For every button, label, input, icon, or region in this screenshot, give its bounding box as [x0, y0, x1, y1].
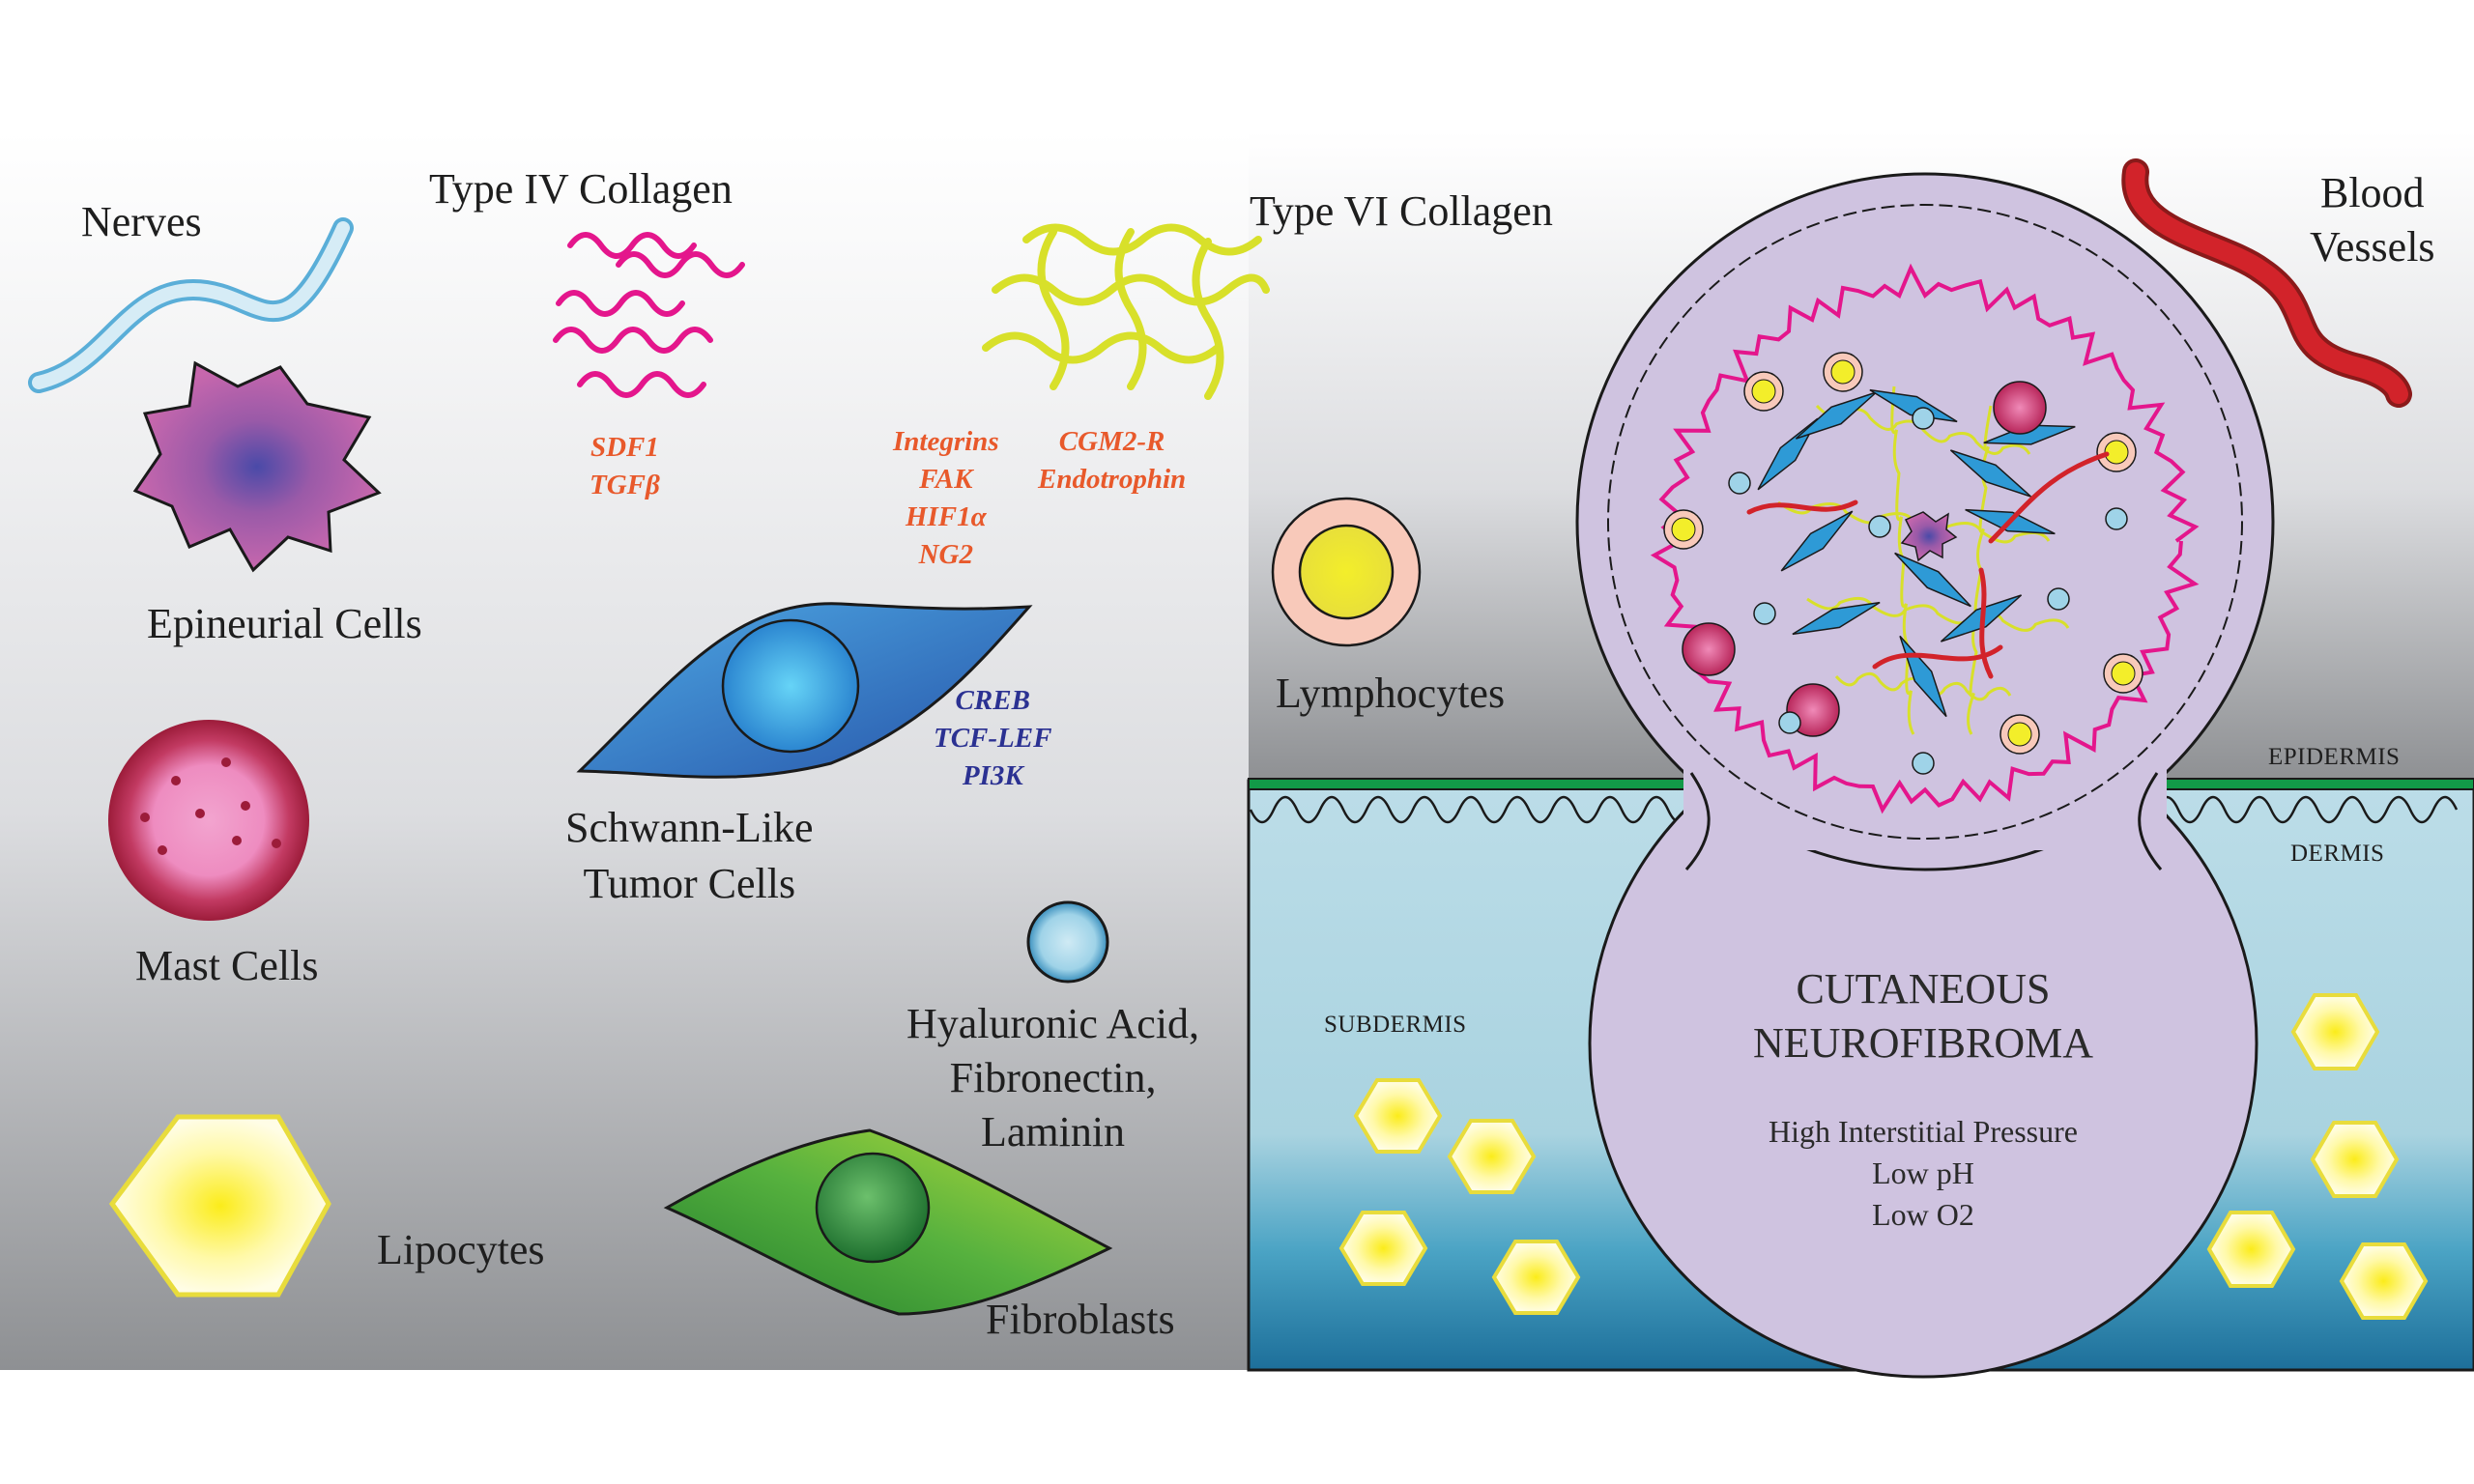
label-lipocytes: Lipocytes	[377, 1226, 545, 1273]
tumor-hyaluronic-dot	[2105, 507, 2128, 530]
label-mast-cells: Mast Cells	[135, 942, 319, 989]
molecule-pi3k: PI3K	[962, 760, 1023, 791]
label-type-vi-collagen: Type VI Collagen	[1250, 187, 1553, 235]
tumor-hyaluronic-dot	[1728, 471, 1751, 495]
tumor-mast-cell	[1682, 622, 1736, 676]
label-fibroblasts: Fibroblasts	[986, 1296, 1175, 1343]
tumor-blood-vessel	[1988, 451, 2110, 544]
molecule-sdf1: SDF1	[590, 432, 659, 463]
label-fibronectin: Fibronectin,	[949, 1054, 1157, 1101]
tumor-mast-cell	[1993, 381, 2047, 435]
tumor-lymphocyte-nucleus	[1751, 379, 1776, 404]
label-blood-vessels: Blood Vessels	[2310, 166, 2435, 274]
tumor-title-line2: NEUROFIBROMA	[1752, 1019, 2094, 1067]
tumor-blood-vessel	[1746, 499, 1858, 515]
tumor-schwann-cell	[1780, 510, 1854, 572]
molecule-ng2: NG2	[918, 539, 973, 570]
tumor-lymphocyte-nucleus	[2007, 722, 2032, 747]
tumor-blood-vessel	[1978, 567, 1994, 679]
label-nerves: Nerves	[81, 198, 202, 245]
tumor-capsule	[1607, 204, 2243, 840]
tumor-epineurial-cell	[1900, 511, 1958, 562]
tumor-title-line1: CUTANEOUS	[1796, 965, 2051, 1013]
nerve-icon	[28, 217, 354, 393]
molecule-hif1a: HIF1α	[905, 501, 987, 532]
tumor-schwann-cell	[1949, 449, 2032, 498]
molecule-endotrophin: Endotrophin	[1038, 464, 1187, 495]
feature-pressure: High Interstitial Pressure	[1769, 1114, 2078, 1149]
type-vi-molecule-list-right: CGM2-R Endotrophin	[1038, 423, 1186, 499]
tumor-contents	[1650, 263, 2200, 814]
molecule-tcf-lef: TCF-LEF	[934, 723, 1052, 754]
molecule-cgm2r: CGM2-R	[1058, 426, 1165, 457]
molecule-fak: FAK	[919, 464, 973, 495]
label-epidermis: EPIDERMIS	[2268, 744, 2401, 770]
molecule-creb: CREB	[955, 685, 1030, 716]
type-vi-molecule-list-left: Integrins FAK HIF1α NG2	[893, 423, 999, 574]
feature-ph: Low pH	[1872, 1156, 1974, 1190]
label-epineurial-cells: Epineurial Cells	[147, 600, 422, 647]
type-iv-collagen-icon	[553, 232, 745, 398]
tumor-features: High Interstitial Pressure Low pH Low O2	[1682, 1111, 2165, 1236]
label-dermis: DERMIS	[2290, 841, 2385, 867]
tumor-title: CUTANEOUS NEUROFIBROMA	[1682, 962, 2165, 1070]
tumor-lymphocyte-nucleus	[2111, 661, 2136, 686]
tumor-schwann-cell	[1869, 388, 1958, 423]
lipocyte-group-left	[1338, 1078, 1581, 1315]
tumor-schwann-cell	[1792, 601, 1881, 636]
label-hyaluronic-acid: Hyaluronic Acid,	[906, 1000, 1200, 1047]
tumor-hyaluronic-dot	[1868, 515, 1891, 538]
blood-vessel-icon	[2121, 158, 2412, 408]
lipocyte-icon	[108, 1114, 331, 1298]
label-hyaluronic: Hyaluronic Acid, Fibronectin, Laminin	[906, 997, 1199, 1159]
label-type-iv-collagen: Type IV Collagen	[429, 165, 733, 213]
feature-o2: Low O2	[1872, 1197, 1974, 1232]
type-iv-molecule-list: SDF1 TGFβ	[590, 429, 660, 504]
tumor-hyaluronic-dot	[1753, 602, 1776, 625]
label-subdermis: SUBDERMIS	[1324, 1012, 1467, 1038]
tumor-blood-vessel	[1872, 644, 2003, 670]
label-schwann-like: Schwann-Like	[565, 804, 814, 851]
tumor-hyaluronic-dot	[1912, 752, 1935, 775]
hyaluronic-acid-icon	[1026, 900, 1109, 984]
molecule-integrins: Integrins	[893, 426, 999, 457]
label-tumor-cells: Tumor Cells	[583, 860, 796, 907]
schwann-cell-icon	[576, 602, 1033, 779]
label-laminin: Laminin	[980, 1108, 1126, 1156]
type-vi-collagen-icon	[982, 223, 1270, 400]
tumor-schwann-cell	[1894, 552, 1971, 608]
label-blood: Blood	[2319, 169, 2425, 216]
label-schwann-cells: Schwann-Like Tumor Cells	[565, 800, 814, 912]
mast-cell-icon	[108, 720, 309, 921]
tumor-hyaluronic-dot	[2047, 587, 2070, 611]
label-vessels: Vessels	[2310, 223, 2435, 271]
tumor-lymphocyte-nucleus	[1830, 359, 1856, 385]
epineurial-cell-icon	[132, 360, 382, 573]
label-lymphocytes: Lymphocytes	[1276, 670, 1506, 717]
tumor-lymphocyte-nucleus	[2104, 440, 2129, 465]
schwann-molecule-list: CREB TCF-LEF PI3K	[934, 682, 1051, 795]
lymphocyte-icon	[1271, 497, 1422, 647]
lipocyte-group-right	[2206, 993, 2429, 1320]
tumor-hyaluronic-dot	[1778, 711, 1801, 734]
fibroblast-icon	[663, 1128, 1113, 1316]
molecule-tgfb: TGFβ	[590, 470, 660, 500]
tumor-type-vi-collagen	[1806, 596, 2070, 632]
tumor-lymphocyte-nucleus	[1671, 517, 1696, 542]
tumor-hyaluronic-dot	[1912, 407, 1935, 430]
